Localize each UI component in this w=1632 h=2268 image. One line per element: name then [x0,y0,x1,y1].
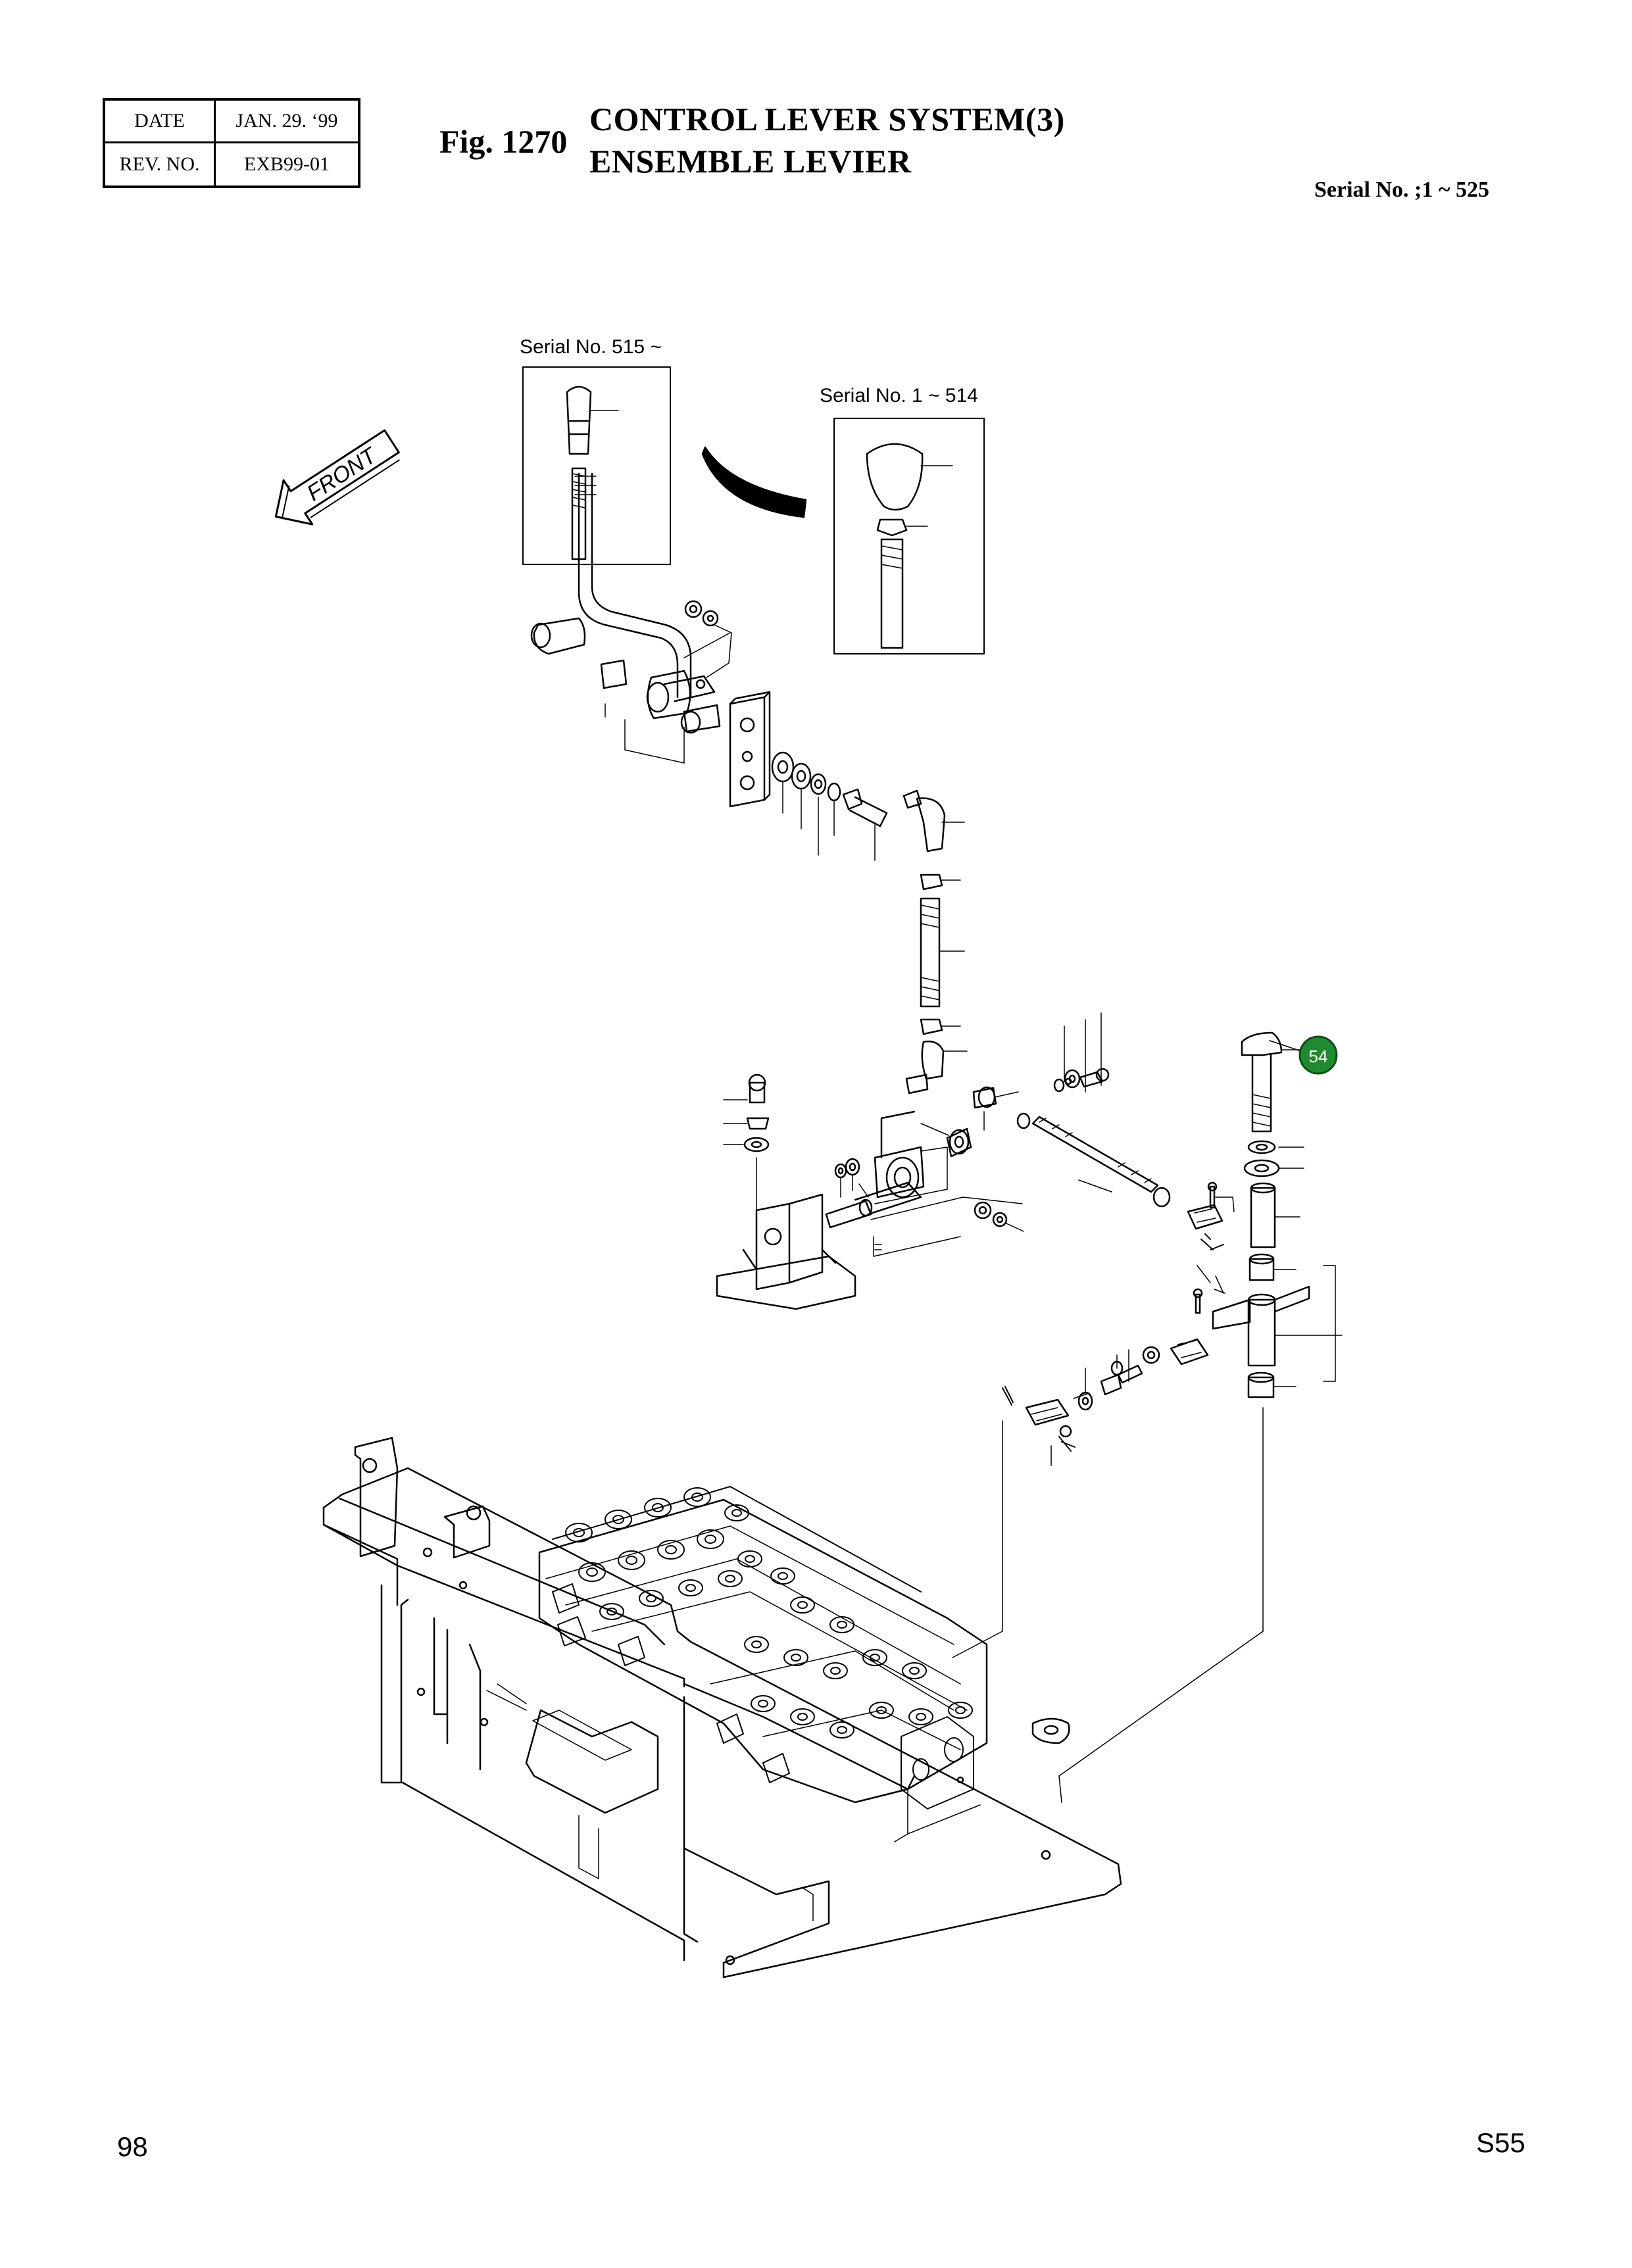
pivot-tube-stack [1058,1031,1343,1777]
callout-circle [1298,1035,1338,1075]
control-valve-block [538,1486,988,1810]
figure-number: Fig. 1270 [439,123,568,160]
lower-bracket-assembly [716,1073,1024,1310]
inset-new-frame [522,366,671,565]
date-label: DATE [105,101,216,141]
page-subtitle: ENSEMBLE LEVIER [589,143,912,180]
pivot-assembly [530,600,888,861]
date-value: JAN. 29. ‘99 [235,109,338,132]
rev-label: REV. NO. [105,143,216,185]
old-lever-knob [866,443,953,649]
swap-arrow-icon [701,446,807,518]
sheet-code: S55 [1476,2127,1525,2158]
front-arrow-icon: FRONT [274,429,400,526]
inset-old-label: Serial No. 1 ~ 514 [820,385,978,407]
leader-lines [952,1420,1062,1803]
revision-stamp: DATE JAN. 29. ‘99 REV. NO. EXB99-01 [103,98,360,188]
callout-badge: 54 [1269,1035,1338,1075]
page-title: CONTROL LEVER SYSTEM(3) [589,101,1065,137]
serial-range: Serial No. ;1 ~ 525 [1314,178,1490,202]
page-number: 98 [117,2131,148,2162]
control-lever-rod [574,472,692,699]
inset-new-label: Serial No. 515 ~ [520,336,662,358]
operator-platform-frame [322,1437,1122,1979]
rev-value: EXB99-01 [244,153,330,175]
callout-number: 54 [1309,1047,1328,1066]
upper-right-linkage [972,1012,1235,1466]
inset-old-frame [833,418,985,654]
link-rod [903,789,968,1095]
